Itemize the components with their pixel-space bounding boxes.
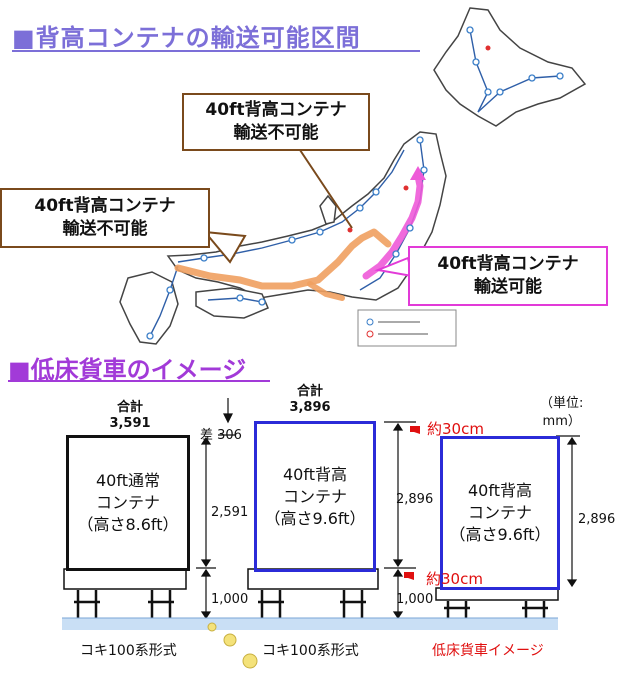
callout-possible: 40ft背高コンテナ 輸送可能 bbox=[408, 246, 608, 306]
caption-koki-2: コキ100系形式 bbox=[262, 643, 359, 659]
container-height-tall: 2,896 bbox=[396, 492, 434, 507]
heading-underline bbox=[12, 50, 420, 52]
container-height-normal: 2,591 bbox=[211, 505, 249, 520]
callout-leader-line bbox=[299, 149, 353, 229]
caption-koki-1: コキ100系形式 bbox=[80, 643, 177, 659]
height-diff-label: 差 306 bbox=[200, 428, 242, 443]
wagon-diagram bbox=[62, 398, 580, 669]
section-title-low-floor: ■低床貨車のイメージ bbox=[8, 356, 247, 384]
note-top-30cm: 約30cm bbox=[427, 420, 484, 438]
hokkaido-shape bbox=[433, 7, 587, 127]
unit-label: （単位: mm） bbox=[540, 396, 584, 429]
red-marker-bottom bbox=[404, 572, 414, 580]
wagon-height-2: 1,000 bbox=[396, 592, 434, 607]
note-bottom-30cm: 約30cm bbox=[426, 570, 483, 588]
rail-track bbox=[62, 618, 558, 630]
container-tall-40ft: 40ft背高 コンテナ （高さ9.6ft） bbox=[254, 421, 376, 572]
kyushu-shape bbox=[119, 271, 179, 345]
route-not-possible-west bbox=[174, 228, 392, 290]
route-arrow-head bbox=[410, 166, 426, 180]
container-normal-40ft: 40ft通常 コンテナ （高さ8.6ft） bbox=[66, 435, 190, 571]
japan-route-map bbox=[119, 7, 587, 347]
shikoku-shape bbox=[195, 287, 269, 319]
red-marker-top bbox=[410, 426, 420, 434]
container-height-low-floor: 2,896 bbox=[578, 512, 616, 527]
total-normal: 合計 3,591 bbox=[109, 400, 151, 431]
map-legend bbox=[357, 309, 457, 347]
section-title-transport: ■背高コンテナの輸送可能区間 bbox=[12, 24, 361, 52]
wagon-deck-1 bbox=[63, 568, 187, 590]
wagon-deck-2 bbox=[247, 568, 379, 590]
container-tall-low-floor: 40ft背高 コンテナ （高さ9.6ft） bbox=[440, 436, 560, 590]
total-tall: 合計 3,896 bbox=[289, 384, 331, 415]
callout-not-possible-north: 40ft背高コンテナ 輸送不可能 bbox=[182, 93, 370, 151]
wagon-height-1: 1,000 bbox=[211, 592, 249, 607]
caption-low-floor: 低床貨車イメージ bbox=[432, 643, 544, 659]
heading2-underline bbox=[8, 380, 270, 382]
callout-pointer bbox=[202, 230, 247, 264]
callout-not-possible-west: 40ft背高コンテナ 輸送不可能 bbox=[0, 188, 210, 248]
honshu-shape bbox=[166, 131, 447, 301]
